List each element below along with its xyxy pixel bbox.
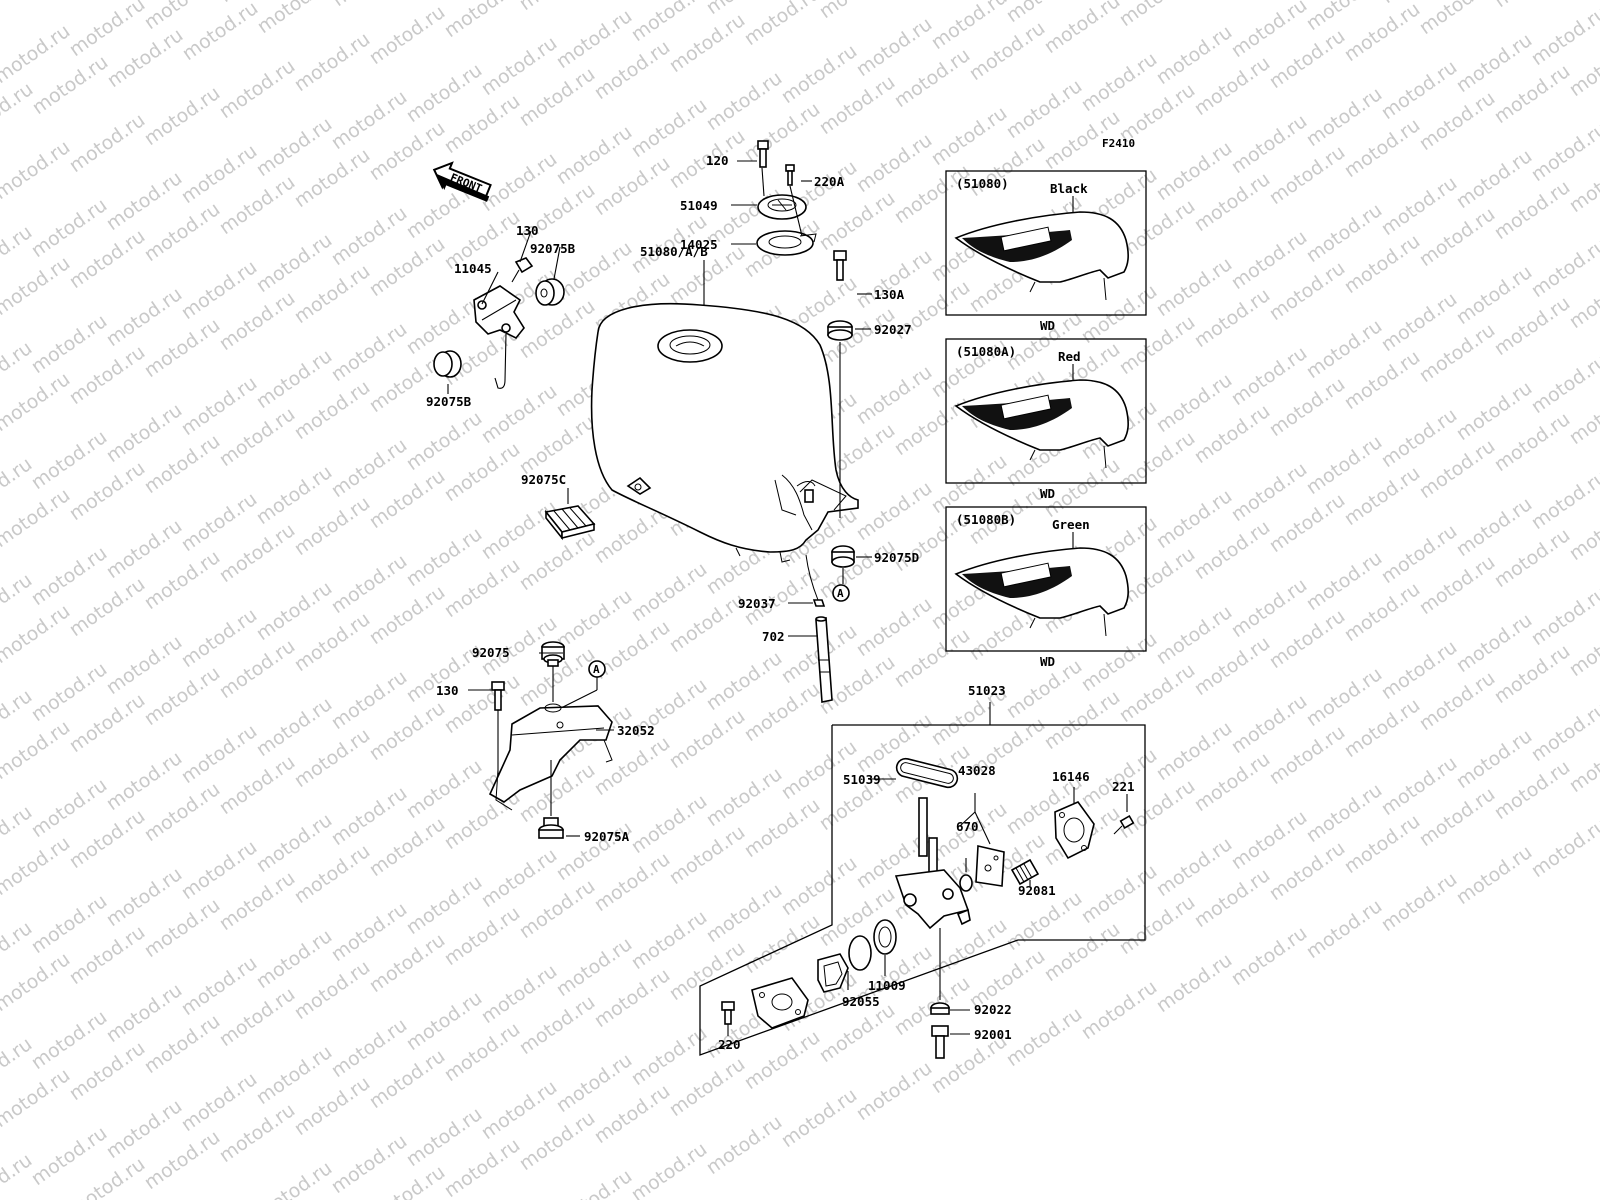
collar-92027-icon — [827, 320, 853, 341]
variant-color: Black — [1050, 181, 1088, 196]
fuel-cap-icon — [757, 194, 807, 220]
mounting-plate-icon — [751, 977, 809, 1029]
fuel-cap-group — [731, 140, 817, 256]
rubber-pad-icon — [544, 488, 596, 541]
label-11045: 11045 — [454, 261, 492, 276]
variant-color: Green — [1052, 517, 1090, 532]
hose-clamp-icon — [788, 554, 826, 607]
reference-marker: A — [832, 584, 850, 602]
label-92027: 92027 — [874, 322, 912, 337]
label-51039: 51039 — [843, 772, 881, 787]
front-arrow-icon: FRONT — [432, 161, 492, 202]
bolt-130a-icon — [833, 250, 847, 281]
variant-box-green: (51080B) Green WD — [945, 506, 1147, 669]
washer-92022-icon — [930, 1002, 950, 1015]
filter-screen-icon — [873, 919, 897, 955]
label-92075: 92075 — [472, 645, 510, 660]
tank-bracket-icon — [473, 285, 525, 389]
label-92075b-top: 92075B — [530, 241, 576, 256]
label-130-top: 130 — [516, 223, 539, 238]
screw-221-icon — [1113, 814, 1135, 835]
tank-side-decal-icon — [954, 547, 1129, 637]
cap-gasket-icon — [756, 230, 817, 256]
label-221: 221 — [1112, 779, 1135, 794]
part-labels: 120 220A 51049 14025 130 92075B 11045 92… — [426, 153, 1135, 1052]
label-14025: 14025 — [680, 237, 718, 252]
label-51023: 51023 — [968, 683, 1006, 698]
label-220: 220 — [718, 1037, 741, 1052]
label-702: 702 — [762, 629, 785, 644]
label-92037: 92037 — [738, 596, 776, 611]
o-ring-670-icon — [959, 874, 973, 892]
label-120: 120 — [706, 153, 729, 168]
tank-side-decal-icon — [954, 379, 1129, 469]
label-51080ab: 51080/A/B — [640, 244, 708, 259]
valve-cover-icon — [1054, 801, 1095, 860]
fuel-cock-assembly — [699, 702, 1146, 1059]
filter-gasket-icon — [895, 757, 959, 789]
label-130a: 130A — [874, 287, 905, 302]
diagram-code: F2410 — [1102, 137, 1135, 150]
bracket-group-upper — [433, 230, 565, 394]
variant-box-red: (51080A) Red WD — [945, 338, 1147, 501]
bolt-120-icon — [757, 140, 769, 168]
label-51049: 51049 — [680, 198, 718, 213]
bolt-220a-icon — [785, 164, 795, 186]
label-43028: 43028 — [958, 763, 996, 778]
variant-code: (51080B) — [956, 512, 1016, 527]
label-32052: 32052 — [617, 723, 655, 738]
variant-code: (51080A) — [956, 344, 1016, 359]
bolt-92001-icon — [931, 1025, 949, 1059]
label-92055: 92055 — [842, 994, 880, 1009]
damper-92075d-icon — [831, 545, 872, 584]
ref-marker-label: A — [837, 587, 844, 600]
label-92075a: 92075A — [584, 829, 630, 844]
spring-icon — [1010, 858, 1040, 886]
tank-mount-bolt-group — [827, 250, 872, 518]
rubber-cushion-icon — [535, 278, 565, 306]
ref-marker-label: A — [593, 663, 600, 676]
reference-marker: A — [588, 660, 606, 678]
variant-suffix: WD — [1040, 486, 1055, 501]
variant-code: (51080) — [956, 176, 1009, 191]
lever-plate-icon — [975, 845, 1005, 887]
label-92022: 92022 — [974, 1002, 1012, 1017]
bowl-gasket-icon — [817, 953, 849, 993]
label-220a: 220A — [814, 174, 845, 189]
fuel-cock-body-icon — [894, 797, 971, 1000]
color-variant-panel: (51080) Black WD (51080A) Red WD — [945, 170, 1147, 669]
label-92075d: 92075D — [874, 550, 919, 565]
variant-box-black: (51080) Black WD — [945, 170, 1147, 333]
rubber-cushion-icon — [433, 350, 462, 378]
label-670: 670 — [956, 819, 979, 834]
lower-bracket-group — [468, 641, 614, 839]
variant-color: Red — [1058, 349, 1081, 364]
fuel-tank-icon — [590, 260, 859, 563]
variant-suffix: WD — [1040, 318, 1055, 333]
label-11009: 11009 — [868, 978, 906, 993]
label-130-mid: 130 — [436, 683, 459, 698]
fuel-hose-icon — [788, 616, 833, 703]
label-92081: 92081 — [1018, 883, 1056, 898]
label-92075b-bottom: 92075B — [426, 394, 472, 409]
grommet-92075a-icon — [538, 817, 564, 839]
o-ring-92055-icon — [848, 935, 872, 971]
label-92001: 92001 — [974, 1027, 1012, 1042]
tank-side-decal-icon — [954, 211, 1129, 301]
label-16146: 16146 — [1052, 769, 1090, 784]
variant-suffix: WD — [1040, 654, 1055, 669]
label-92075c: 92075C — [521, 472, 566, 487]
